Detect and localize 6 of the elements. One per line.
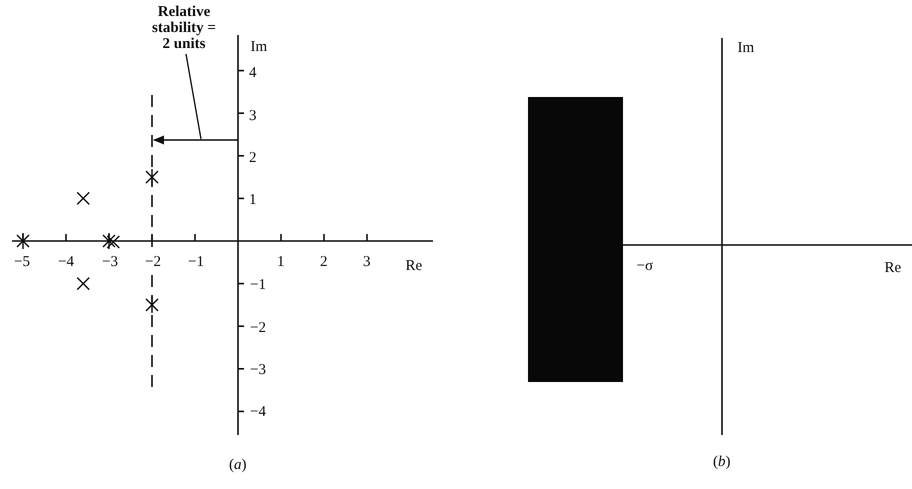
- panel-label: (b): [713, 454, 730, 470]
- tick-label: −2: [145, 254, 161, 270]
- callout-text: Relative stability = 2 units: [151, 4, 217, 52]
- panel-label: (a): [229, 457, 246, 473]
- dimension-arrow: [152, 136, 238, 144]
- leader-line: [185, 54, 202, 140]
